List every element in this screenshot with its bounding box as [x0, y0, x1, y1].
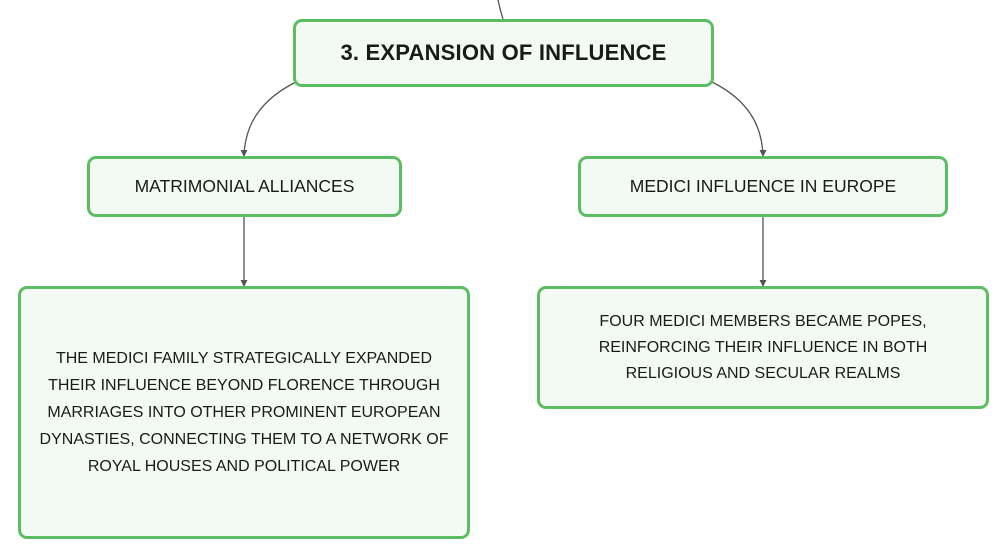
topic-label: MATRIMONIAL ALLIANCES [134, 176, 355, 196]
detail-text: FOUR MEDICI MEMBERS BECAME POPES, REINFO… [598, 312, 928, 382]
topic-label: MEDICI INFLUENCE IN EUROPE [629, 176, 897, 196]
connector-arrowhead [240, 150, 248, 157]
connector-root-to-matrimonial-alliances [243, 81, 297, 157]
detail-node-matrimonial-alliances[interactable]: THE MEDICI FAMILY STRATEGICALLY EXPANDED… [18, 286, 470, 539]
connector-arrowhead [240, 280, 248, 287]
detail-node-medici-influence-in-europe[interactable]: FOUR MEDICI MEMBERS BECAME POPES, REINFO… [537, 286, 989, 409]
root-topic-label: 3. EXPANSION OF INFLUENCE [340, 40, 667, 65]
connector-arrowhead [759, 150, 767, 157]
detail-text: THE MEDICI FAMILY STRATEGICALLY EXPANDED… [39, 350, 449, 475]
topic-node-matrimonial-alliances[interactable]: MATRIMONIAL ALLIANCES [87, 156, 402, 217]
topic-node-medici-influence-in-europe[interactable]: MEDICI INFLUENCE IN EUROPE [578, 156, 948, 217]
root-topic-node[interactable]: 3. EXPANSION OF INFLUENCE [293, 19, 714, 87]
connector-parent-to-root [497, 0, 504, 20]
connector-arrowhead [759, 280, 767, 287]
connector-root-to-medici-influence [711, 81, 764, 157]
